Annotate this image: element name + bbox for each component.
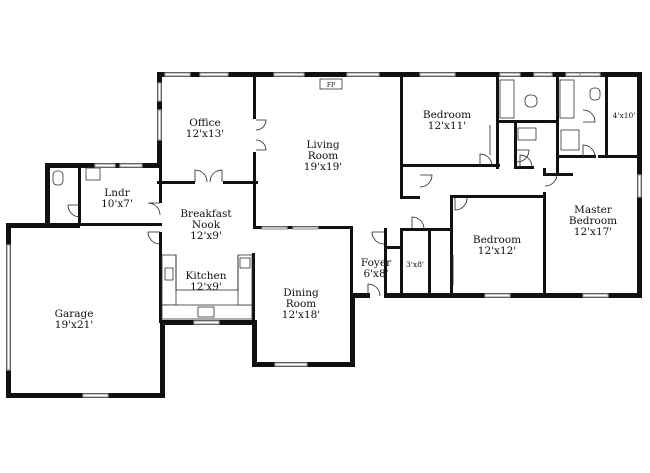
laundry-name: Lndr [104,187,130,199]
fireplace-box [319,78,343,90]
bedroom-north-name: Bedroom [423,109,471,121]
dining-room-size: 12'x18' [282,309,320,321]
bedroom-middle-name: Bedroom [473,234,521,246]
office-size: 12'x13' [186,128,224,140]
bathtub-icon [499,79,515,119]
washer-icon [85,167,101,181]
master-closet-size: 4'x10' [613,111,636,120]
breakfast-nook-size: 12'x9' [190,230,222,242]
toilet-icon-3 [589,87,601,101]
stove-icon [164,267,174,281]
bathtub-icon-2 [559,79,575,119]
foyer-name: Foyer [361,257,392,269]
master-bedroom-size: 12'x17' [574,226,612,238]
living-room-name-2: Room [308,150,339,162]
sink-icon [197,306,215,318]
fridge-icon [239,257,251,269]
dining-room-name-1: Dining [283,287,319,299]
fireplace-label: FP [327,82,335,89]
breakfast-nook-name-1: Breakfast [180,208,232,220]
office-name: Office [189,117,221,129]
master-bedroom-name-2: Bedroom [569,215,617,227]
doors [67,109,596,297]
interior-walls [78,77,642,323]
vanity-icon [560,129,580,151]
toilet-icon [52,170,64,186]
closet-size: 3'x8' [406,260,424,269]
toilet-icon-2 [524,94,538,108]
kitchen-name: Kitchen [185,270,226,282]
room-labels: Office 12'x13' Living Room 19'x19' Bedro… [55,109,636,331]
sink-icon-2 [517,127,537,141]
breakfast-nook-name-2: Nook [192,219,221,231]
kitchen-size: 12'x9' [190,281,222,293]
garage-size: 19'x21' [55,319,93,331]
windows [6,72,642,398]
dining-room-name-2: Room [286,298,317,310]
bedroom-north-size: 12'x11' [428,120,466,132]
fixtures: FP [52,78,601,320]
living-room-name-1: Living [306,139,339,151]
foyer-size: 6'x8' [363,268,388,280]
garage-name: Garage [55,308,94,320]
living-room-size: 19'x19' [304,161,342,173]
master-bedroom-name-1: Master [574,204,613,216]
bedroom-middle-size: 12'x12' [478,245,516,257]
laundry-size: 10'x7' [101,198,133,210]
